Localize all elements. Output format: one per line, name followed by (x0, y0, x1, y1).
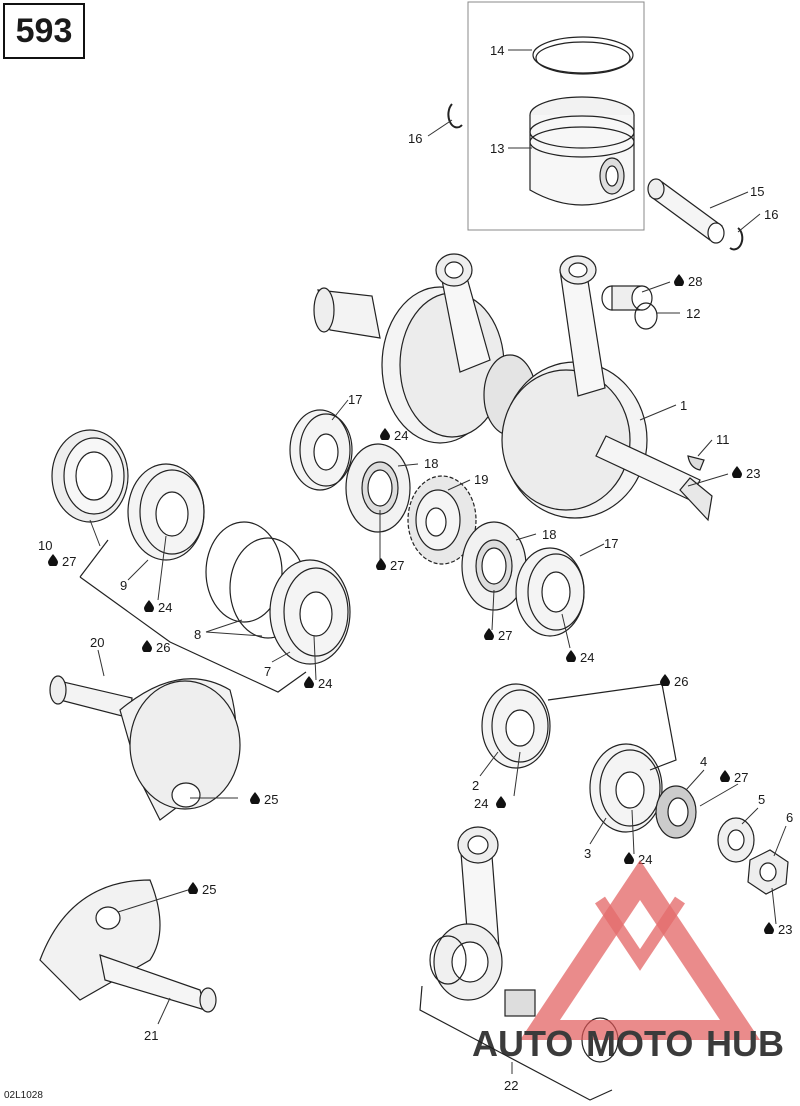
washer (717, 817, 755, 863)
callout-24: 24 (474, 796, 488, 811)
callout-7: 7 (264, 664, 271, 679)
callout-19: 19 (474, 472, 488, 487)
callout-6: 6 (786, 810, 793, 825)
callout-15: 15 (750, 184, 764, 199)
callout-27: 27 (498, 628, 512, 643)
page-number-box: 593 (3, 3, 85, 59)
oil-drop-icon (496, 796, 506, 808)
callout-16: 16 (408, 131, 422, 146)
callout-5: 5 (758, 792, 765, 807)
crankshaft-half-right (39, 879, 217, 1013)
callout-10: 10 (38, 538, 52, 553)
oil-drop-icon (732, 466, 742, 478)
bearing-2 (481, 683, 551, 769)
callout-14: 14 (490, 43, 504, 58)
callout-2: 2 (472, 778, 479, 793)
leader-lines (89, 49, 787, 1074)
nut (747, 849, 789, 895)
callout-24: 24 (158, 600, 172, 615)
callout-24: 24 (318, 676, 332, 691)
bearing-7 (269, 559, 351, 665)
callout-22: 22 (504, 1078, 518, 1093)
woodruff-key (687, 455, 705, 471)
piston-ring (532, 36, 634, 74)
callout-25: 25 (202, 882, 216, 897)
callout-21: 21 (144, 1028, 158, 1043)
bracket-26-left (79, 576, 307, 693)
callout-24: 24 (394, 428, 408, 443)
callout-26: 26 (156, 640, 170, 655)
oil-drop-icon (674, 274, 684, 286)
callout-27: 27 (734, 770, 748, 785)
bracket-22 (419, 985, 613, 1101)
callout-23: 23 (778, 922, 792, 937)
ball-bearing-left (289, 409, 353, 491)
oil-seal (51, 429, 129, 523)
oil-drop-icon (660, 674, 670, 686)
callout-20: 20 (90, 635, 104, 650)
oil-drop-icon (48, 554, 58, 566)
callout-25: 25 (264, 792, 278, 807)
oil-drop-icon (380, 428, 390, 440)
piston-kit-frame (467, 1, 645, 231)
seal-left (345, 443, 411, 533)
callout-26: 26 (674, 674, 688, 689)
oil-drop-icon (304, 676, 314, 688)
callout-1: 1 (680, 398, 687, 413)
callout-27: 27 (62, 554, 76, 569)
seal-4 (655, 785, 697, 839)
callout-3: 3 (584, 846, 591, 861)
callout-18: 18 (542, 527, 556, 542)
crankshaft-assembly (313, 253, 713, 522)
callout-13: 13 (490, 141, 504, 156)
watermark-word-a: AUTO (472, 1023, 573, 1064)
oil-drop-icon (624, 852, 634, 864)
drive-gear (407, 475, 477, 565)
watermark-logo: AUTO MOTO HUB (472, 860, 784, 1064)
callout-8: 8 (194, 627, 201, 642)
callout-18: 18 (424, 456, 438, 471)
crankshaft-half-left (49, 675, 241, 821)
bracket-26-right (547, 683, 677, 771)
callout-4: 4 (700, 754, 707, 769)
oil-drop-icon (250, 792, 260, 804)
oil-drop-icon (142, 640, 152, 652)
callout-12: 12 (686, 306, 700, 321)
callout-27: 27 (390, 558, 404, 573)
oil-drop-icon (376, 558, 386, 570)
connecting-rod-kit (429, 826, 619, 1063)
callout-labels: 14 16 13 15 16 28 12 1 11 23 17 24 18 19… (38, 43, 793, 1093)
circlip-right (729, 227, 744, 251)
callout-23: 23 (746, 466, 760, 481)
callout-17: 17 (604, 536, 618, 551)
oil-drop-icon (566, 650, 576, 662)
watermark-word-b: MOTO (586, 1023, 693, 1064)
bearing-9 (127, 463, 205, 561)
ball-bearing-right (515, 547, 585, 637)
needle-bearing (601, 285, 658, 330)
oil-drop-icon (188, 882, 198, 894)
callout-11: 11 (716, 432, 730, 447)
page-number: 593 (15, 11, 73, 50)
oil-drop-icon (764, 922, 774, 934)
callout-16: 16 (764, 207, 778, 222)
callout-28: 28 (688, 274, 702, 289)
piston (529, 96, 635, 206)
part-illustrations (39, 36, 789, 1101)
circlip-top (447, 103, 463, 129)
callout-17: 17 (348, 392, 362, 407)
callout-9: 9 (120, 578, 127, 593)
watermark-triangle-icon (520, 860, 760, 1040)
oil-drop-icon (720, 770, 730, 782)
watermark-word-c: HUB (706, 1023, 784, 1064)
bearing-3 (589, 743, 663, 833)
reference-code: 02L1028 (4, 1090, 43, 1101)
piston-pin (647, 178, 725, 244)
callout-24: 24 (580, 650, 594, 665)
oil-drop-icon (144, 600, 154, 612)
